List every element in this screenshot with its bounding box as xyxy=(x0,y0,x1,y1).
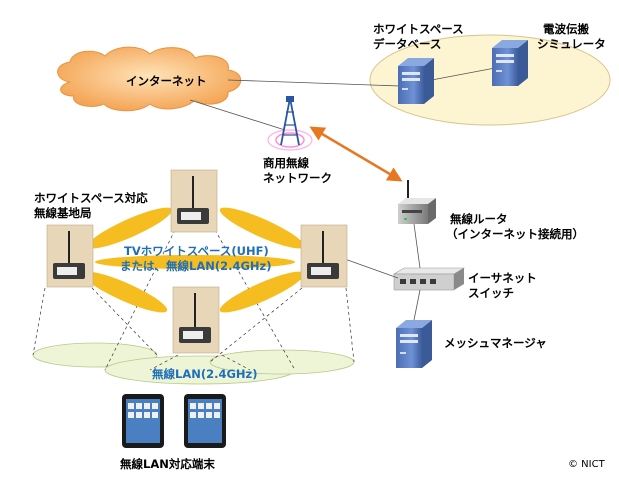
switch-label-2: スイッチ xyxy=(468,286,514,300)
base-station-label-1: ホワイトスペース対応 xyxy=(34,191,148,205)
ethernet-switch-icon xyxy=(392,267,466,291)
router-label-2: （インターネット接続用） xyxy=(446,227,584,241)
tvws-label-1: TVホワイトスペース(UHF) xyxy=(124,244,269,258)
base-station-label-2: 無線基地局 xyxy=(34,206,92,220)
router-label-1: 無線ルータ xyxy=(450,212,508,226)
server-icon xyxy=(398,58,434,104)
link-base-switch xyxy=(341,257,399,279)
base-station-device-icon xyxy=(46,224,94,288)
database-area-ellipse xyxy=(369,34,611,126)
commercial-network-label-1: 商用無線 xyxy=(263,156,309,170)
wireless-link-arrow xyxy=(309,126,403,182)
switch-label-1: イーサネット xyxy=(468,271,537,285)
antenna-tower-icon xyxy=(267,96,313,151)
link-cloud-tower xyxy=(189,99,286,131)
copyright-label: © NICT xyxy=(568,459,605,470)
server-icon xyxy=(396,320,432,368)
link-router-switch xyxy=(413,223,421,269)
base-station-device-icon xyxy=(300,224,348,288)
link-switch-manager xyxy=(413,289,421,321)
link-internet-db xyxy=(227,79,401,87)
wireless-beams xyxy=(82,207,305,313)
tablet-icon xyxy=(122,394,164,448)
terminals-label: 無線LAN対応端末 xyxy=(120,457,215,471)
tablet-icon xyxy=(184,394,226,448)
tvws-label-2: または、無線LAN(2.4GHz) xyxy=(120,259,272,273)
mesh-manager-label: メッシュマネージャ xyxy=(444,336,547,350)
simulator-label-1: 電波伝搬 xyxy=(543,22,589,36)
wireless-router-icon xyxy=(398,180,436,224)
whitespace-db-label-1: ホワイトスペース xyxy=(373,22,464,36)
whitespace-db-label-2: データベース xyxy=(373,37,442,51)
base-station-device-icon xyxy=(172,286,220,354)
internet-label: インターネット xyxy=(126,74,207,88)
wlan-label: 無線LAN(2.4GHz) xyxy=(152,367,258,381)
commercial-network-label-2: ネットワーク xyxy=(263,171,332,185)
simulator-label-2: シミュレータ xyxy=(537,37,606,51)
base-station-device-icon xyxy=(170,169,218,233)
server-icon xyxy=(492,40,528,86)
